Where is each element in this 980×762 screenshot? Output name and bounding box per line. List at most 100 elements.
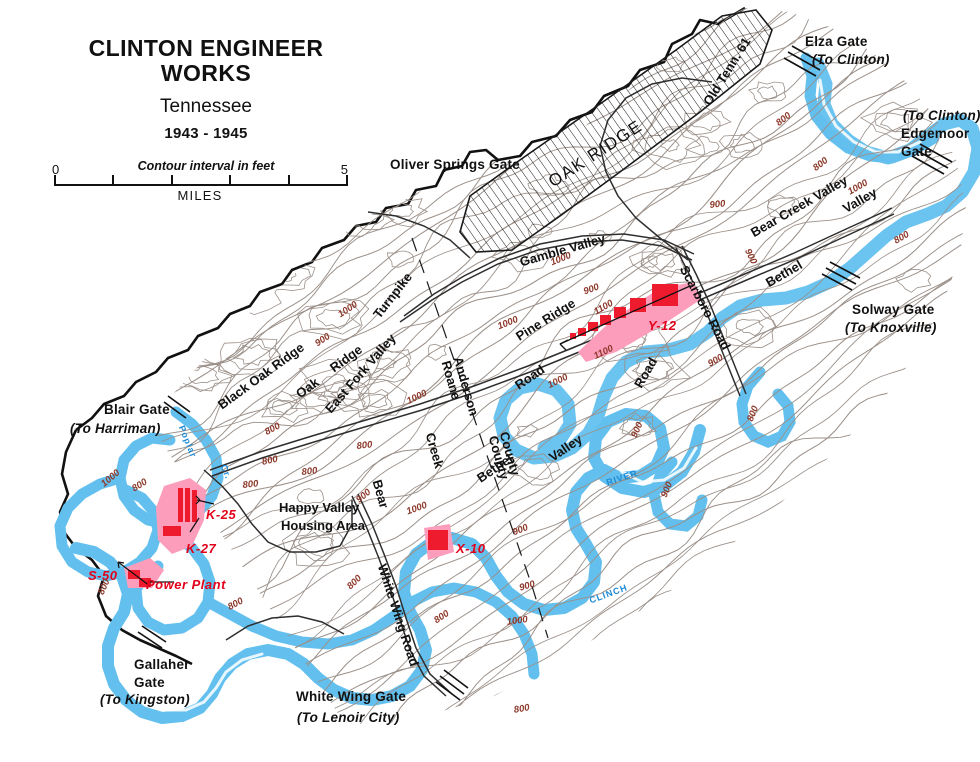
gate-markers xyxy=(137,45,953,701)
map-years: 1943 - 1945 xyxy=(164,124,248,142)
contour-ring xyxy=(308,301,362,335)
contour-ring xyxy=(516,423,539,438)
contour-ring xyxy=(200,270,282,316)
gate-label-gallaher-gate: Gallaher xyxy=(134,657,190,672)
contour-ring xyxy=(109,72,131,85)
contour-line xyxy=(351,71,966,724)
gate-destination-gallaher-gate: (To Kingston) xyxy=(100,692,190,707)
contour-ring xyxy=(659,139,680,152)
gate-label-blair-gate: Blair Gate xyxy=(104,402,170,417)
contour-ring xyxy=(295,94,317,109)
contour-ring xyxy=(721,309,777,346)
contour-ring xyxy=(729,133,755,153)
gate-label-solway-gate: Solway Gate xyxy=(852,302,935,317)
contour-ring xyxy=(490,237,552,273)
contour-ring xyxy=(316,130,355,156)
contour-ring xyxy=(505,453,560,486)
contour-interval-note: Contour interval in feet xyxy=(137,158,275,173)
gate-marker-edgemoor xyxy=(911,143,953,175)
contour-ring xyxy=(516,458,552,481)
site-label-y-12: Y-12 xyxy=(648,318,677,333)
gate-destination-blair-gate: (To Harriman) xyxy=(70,421,161,436)
contour-line xyxy=(58,8,966,174)
contour-line xyxy=(434,208,966,724)
contour-ring xyxy=(302,391,329,408)
contour-ring xyxy=(293,527,334,562)
contour-ring xyxy=(167,240,197,260)
contour-ring xyxy=(282,522,351,567)
gate-marker-solway xyxy=(821,261,861,291)
contour-ring xyxy=(314,148,366,178)
contour-line xyxy=(205,8,966,511)
contour-label-900-2: 900 xyxy=(709,198,726,211)
site-label-s-50: S-50 xyxy=(88,568,118,583)
scale-units-label: MILES xyxy=(177,188,223,203)
county-line xyxy=(411,237,549,639)
contour-ring xyxy=(297,298,370,341)
contour-ring xyxy=(321,373,348,393)
contour-ring xyxy=(377,193,429,228)
contour-ring xyxy=(330,384,365,406)
contour-label-800-24: 800 xyxy=(301,465,318,478)
contour-ring xyxy=(756,85,777,100)
contour-line xyxy=(174,8,966,463)
roads xyxy=(203,77,895,697)
site-k25-k27 xyxy=(156,478,215,554)
gate-label-gallaher-gate: Gate xyxy=(134,675,165,690)
contour-line xyxy=(362,92,966,724)
contour-ring xyxy=(859,101,933,142)
scale-end-label: 5 xyxy=(340,162,348,177)
site-y12 xyxy=(559,282,700,362)
contour-ring xyxy=(298,358,371,401)
contour-ring xyxy=(325,155,353,173)
contour-ring xyxy=(271,399,300,416)
contour-line xyxy=(294,8,966,648)
contour-ring xyxy=(895,269,932,293)
contour-ring xyxy=(266,397,293,416)
contour-line xyxy=(256,8,966,590)
gate-marker-elza xyxy=(783,45,825,77)
contour-ring xyxy=(375,357,397,371)
map-subtitle: Tennessee xyxy=(160,95,252,117)
contour-ring xyxy=(192,88,234,110)
contour-ring xyxy=(635,358,675,381)
contour-line xyxy=(171,8,966,458)
feature-label-happy-valley: Happy Valley xyxy=(279,500,360,515)
contour-line xyxy=(199,8,966,502)
contour-line xyxy=(330,54,966,704)
oak-ridge-township-area xyxy=(459,9,773,253)
feature-label-housing-area: Housing Area xyxy=(281,518,366,533)
contour-line xyxy=(198,8,966,500)
contour-ring xyxy=(379,51,410,68)
contour-ring xyxy=(240,89,290,116)
contour-ring xyxy=(296,488,325,505)
contour-ring xyxy=(356,36,428,78)
title-block: CLINTON ENGINEER WORKS Tennessee 1943 - … xyxy=(46,35,366,173)
contour-ring xyxy=(767,194,800,219)
contour-ring xyxy=(715,306,776,349)
gate-destination-solway-gate: (To Knoxville) xyxy=(845,320,937,335)
contour-ring xyxy=(621,412,657,438)
contour-ring xyxy=(386,250,414,268)
scale-bar-tick xyxy=(287,175,290,186)
contour-ring xyxy=(879,112,910,133)
contour-ring xyxy=(217,276,266,308)
contour-ring xyxy=(628,240,692,278)
gate-marker-white-wing xyxy=(435,669,469,701)
contour-ring xyxy=(427,343,447,361)
contour-label-800-25: 800 xyxy=(356,439,373,452)
contour-ring xyxy=(98,91,154,123)
site-label-power-plant: Power Plant xyxy=(146,577,226,592)
contour-ring xyxy=(222,281,259,303)
contour-line xyxy=(306,8,966,667)
contour-line xyxy=(192,8,966,491)
gate-label-edgemoor-gate: Gate xyxy=(901,144,932,159)
contour-ring xyxy=(718,131,763,159)
contour-line xyxy=(295,8,966,649)
scale-bar: 0 5 MILES xyxy=(52,162,348,208)
contour-line xyxy=(224,8,966,540)
contour-ring xyxy=(357,388,393,414)
contour-ring xyxy=(356,345,413,383)
contour-line xyxy=(373,101,966,724)
